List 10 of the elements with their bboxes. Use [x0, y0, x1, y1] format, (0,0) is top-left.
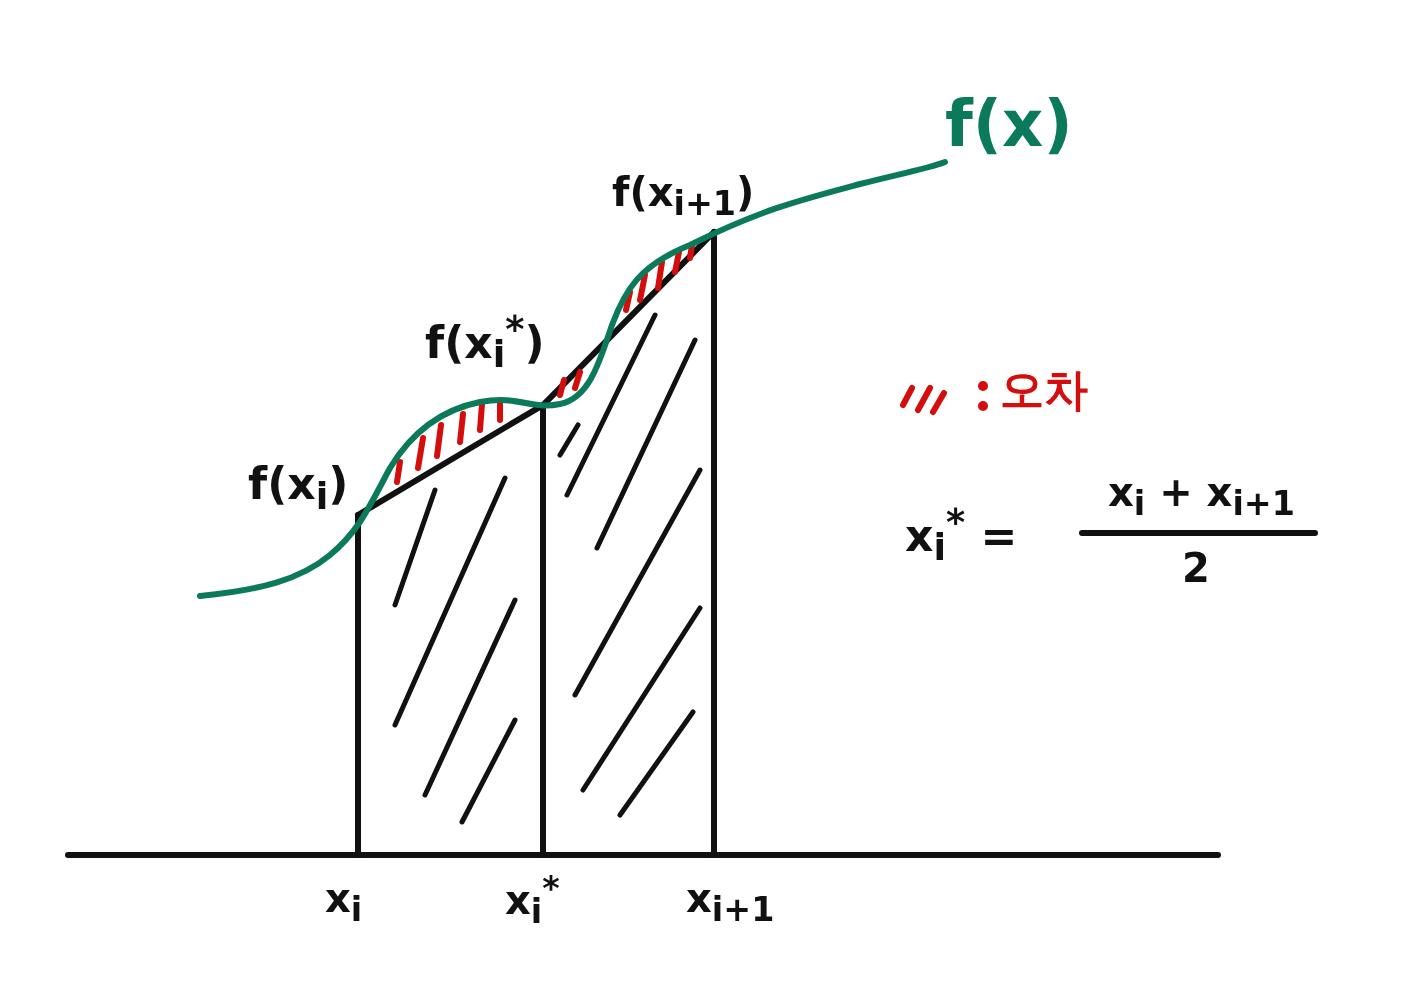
curve-label: f(x) [945, 92, 1073, 156]
axis-label: x$_{i+1}$ [686, 878, 775, 927]
legend-text: 오차 [1000, 368, 1088, 412]
point-label: f(x$_{i+1}$) [612, 172, 755, 221]
point-label: f(x$_{i}$) [248, 462, 349, 516]
numerator-text: x$_{i}$ + x$_{i+1}$ [1108, 472, 1295, 521]
point-label: f(x$_{i}$$^{*}$) [425, 312, 545, 375]
formula-text: x$_{i}$$^{*}$ = [905, 505, 1018, 568]
denominator-text: 2 [1182, 548, 1210, 588]
axis-label: x$_{i}$ [325, 878, 363, 927]
